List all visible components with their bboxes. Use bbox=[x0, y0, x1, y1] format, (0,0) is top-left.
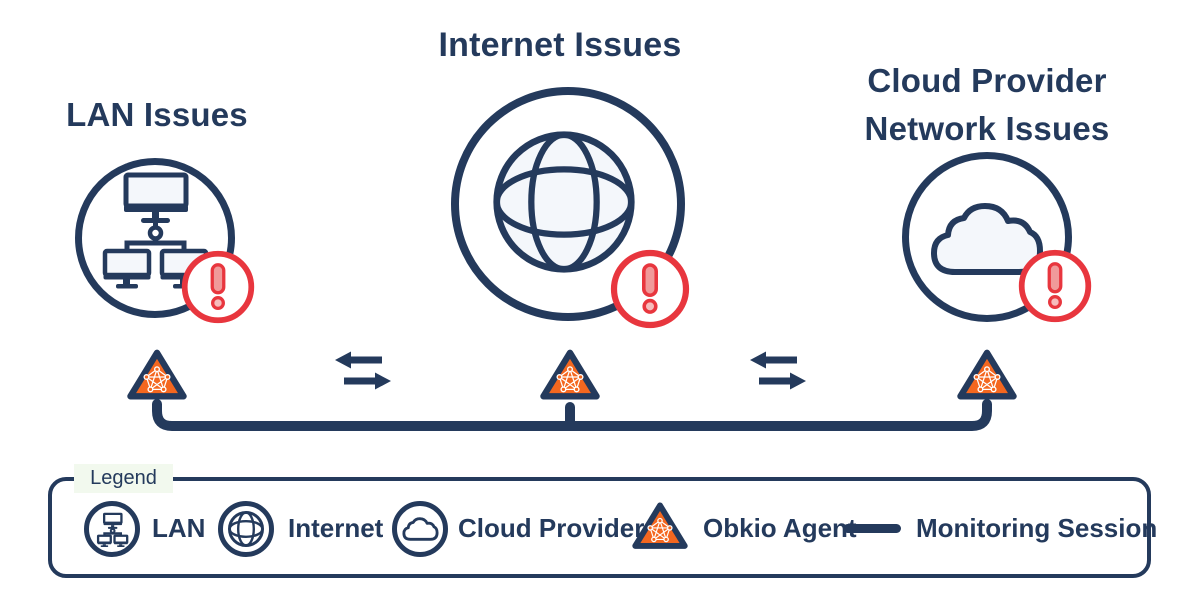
swap-arrows-icon-right bbox=[750, 351, 806, 390]
globe-icon bbox=[493, 131, 635, 273]
internet-alert-icon bbox=[610, 249, 690, 329]
obkio-agent-icon-cloud bbox=[957, 349, 1017, 400]
legend-lan-icon bbox=[84, 501, 140, 557]
cloud-provider-issues-title: Cloud Provider Network Issues bbox=[827, 57, 1147, 153]
internet-icon-small bbox=[228, 511, 264, 547]
cloud-icon-small bbox=[401, 517, 439, 541]
obkio-agent-icon-internet bbox=[540, 349, 600, 400]
cloud-alert-icon bbox=[1018, 249, 1092, 323]
cloud-icon bbox=[931, 203, 1043, 275]
legend-tag: Legend bbox=[74, 464, 173, 493]
legend-lan-label: LAN bbox=[152, 513, 206, 543]
legend-internet-label: Internet bbox=[288, 513, 384, 543]
legend-cloud-icon bbox=[392, 501, 448, 557]
internet-issues-title: Internet Issues bbox=[438, 26, 682, 64]
cloud-title-line2: Network Issues bbox=[864, 110, 1110, 147]
legend-monitoring-session-label: Monitoring Session bbox=[916, 513, 1158, 543]
legend-obkio-agent-icon bbox=[632, 502, 688, 549]
lan-alert-icon bbox=[181, 250, 255, 324]
legend-obkio-agent-label: Obkio Agent bbox=[703, 513, 857, 543]
lan-circle bbox=[75, 158, 235, 318]
obkio-agent-icon-lan bbox=[127, 349, 187, 400]
swap-arrows-icon-left bbox=[335, 351, 391, 390]
cloud-title-line1: Cloud Provider bbox=[867, 62, 1107, 99]
legend-monitoring-session-line bbox=[843, 524, 901, 533]
lan-issues-title: LAN Issues bbox=[66, 96, 248, 133]
monitoring-session-connector bbox=[152, 399, 992, 431]
lan-icon-small bbox=[96, 512, 128, 547]
legend-internet-icon bbox=[218, 501, 274, 557]
internet-circle bbox=[451, 87, 685, 321]
legend-cloud-label: Cloud Provider bbox=[458, 513, 645, 543]
cloud-circle bbox=[902, 152, 1072, 322]
